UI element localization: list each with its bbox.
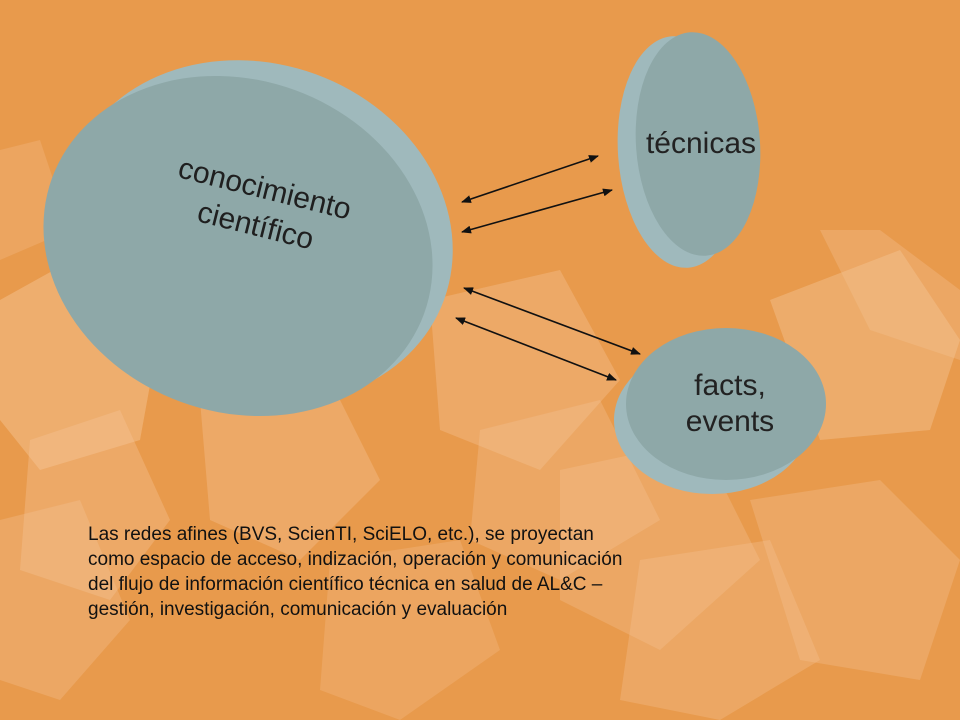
arrow-knowledge-techniques-2 <box>461 188 613 234</box>
facts-node-face <box>626 328 826 480</box>
facts-node <box>614 328 826 494</box>
knowledge-node-face <box>43 75 433 417</box>
facts-node-label-line1: facts, <box>694 369 766 402</box>
knowledge-node <box>43 60 453 417</box>
caption-text: Las redes afines (BVS, ScienTI, SciELO, … <box>88 524 623 620</box>
techniques-node <box>617 32 761 268</box>
connectors <box>455 155 641 381</box>
facts-node-label: facts, events <box>655 368 805 440</box>
background-decoration <box>0 140 960 720</box>
arrow-knowledge-facts-2 <box>455 317 617 381</box>
techniques-node-label: técnicas <box>645 127 757 160</box>
facts-node-label-line2: events <box>685 405 775 438</box>
techniques-node-face <box>635 32 761 256</box>
